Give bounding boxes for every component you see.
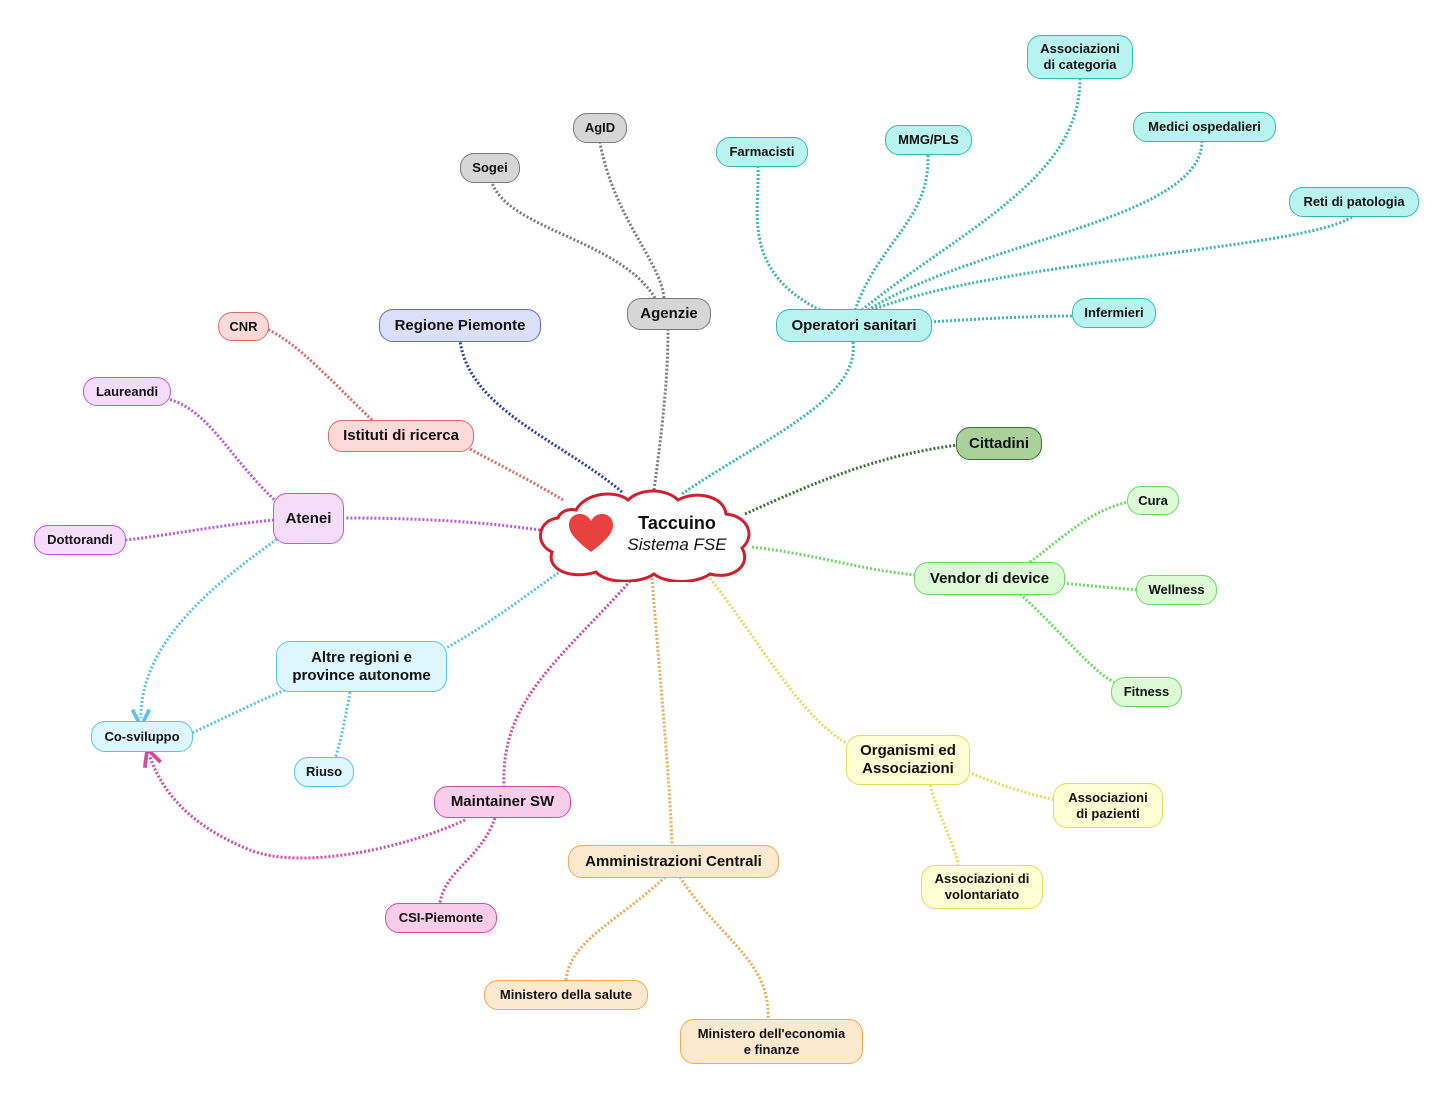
link-operatori-reti	[871, 215, 1353, 312]
heart-icon	[569, 514, 613, 552]
node-organismi-line1: Organismi ed	[860, 742, 956, 759]
node-associazioni-pazienti[interactable]: Associazioni di pazienti	[1053, 783, 1163, 828]
node-amministrazioni-centrali[interactable]: Amministrazioni Centrali	[568, 845, 779, 878]
node-wellness[interactable]: Wellness	[1136, 575, 1217, 605]
node-agenzie[interactable]: Agenzie	[627, 298, 711, 330]
node-associazioni-categoria[interactable]: Associazioni di categoria	[1027, 35, 1133, 79]
link-operatori-assoc-categoria	[861, 78, 1082, 312]
node-dottorandi[interactable]: Dottorandi	[34, 525, 126, 555]
link-agenzie-agid	[598, 142, 666, 299]
link-vendor-wellness	[1062, 581, 1138, 592]
node-reti-patologia[interactable]: Reti di patologia	[1289, 187, 1419, 217]
node-cura[interactable]: Cura	[1127, 486, 1179, 515]
link-agenzie-sogei	[490, 182, 657, 299]
link-altre-regioni-riuso	[333, 691, 352, 759]
link-center-atenei	[344, 516, 541, 532]
node-altre-regioni-line1: Altre regioni e	[311, 648, 412, 666]
link-center-altre-regioni	[445, 566, 566, 650]
node-ministero-economia-line2: e finanze	[743, 1041, 800, 1057]
node-operatori-sanitari[interactable]: Operatori sanitari	[776, 309, 932, 342]
node-cittadini[interactable]: Cittadini	[956, 427, 1042, 460]
link-operatori-medici	[867, 141, 1204, 312]
node-csi-piemonte[interactable]: CSI-Piemonte	[385, 903, 497, 933]
link-istituti-cnr	[266, 327, 374, 422]
link-center-regione	[458, 340, 623, 494]
node-mmg-pls[interactable]: MMG/PLS	[885, 125, 972, 155]
node-regione-piemonte[interactable]: Regione Piemonte	[379, 309, 541, 342]
node-laureandi[interactable]: Laureandi	[83, 377, 171, 406]
node-ministero-economia-line1: Ministero dell'economia	[697, 1025, 846, 1041]
node-associazioni-categoria-line2: di categoria	[1043, 57, 1117, 72]
node-associazioni-categoria-line1: Associazioni	[1040, 41, 1120, 57]
link-center-agenzie	[652, 329, 670, 491]
link-atenei-dottorandi	[125, 518, 275, 542]
center-subtitle: Sistema FSE	[627, 535, 727, 554]
node-associazioni-volontariato-line1: Associazioni di	[934, 871, 1030, 887]
link-vendor-cura	[1029, 500, 1129, 564]
link-operatori-farmacisti	[755, 166, 821, 312]
link-operatori-infermieri	[929, 314, 1074, 324]
node-medici-ospedalieri[interactable]: Medici ospedalieri	[1133, 112, 1276, 142]
node-riuso[interactable]: Riuso	[294, 757, 354, 787]
center-title: Taccuino	[638, 513, 716, 533]
node-associazioni-pazienti-line2: di pazienti	[1076, 805, 1140, 821]
link-center-istituti	[467, 446, 564, 502]
link-center-amministrazioni	[650, 577, 674, 847]
link-organismi-volontariato	[928, 784, 960, 866]
node-infermieri[interactable]: Infermieri	[1072, 298, 1156, 328]
link-atenei-laureandi	[167, 397, 282, 507]
node-istituti-ricerca[interactable]: Istituti di ricerca	[328, 420, 474, 452]
link-atenei-cosviluppo	[141, 535, 281, 718]
node-organismi-line2: Associazioni	[862, 760, 954, 777]
node-associazioni-volontariato[interactable]: Associazioni di volontariato	[921, 865, 1043, 909]
link-center-vendor	[751, 545, 918, 577]
link-amministrazioni-salute	[564, 875, 667, 981]
node-ministero-salute[interactable]: Ministero della salute	[484, 980, 648, 1010]
node-maintainer-sw[interactable]: Maintainer SW	[434, 786, 571, 818]
link-center-maintainer	[502, 577, 635, 788]
node-cnr[interactable]: CNR	[218, 312, 269, 341]
link-vendor-fitness	[1018, 592, 1115, 684]
link-altre-regioni-cosviluppo	[191, 688, 286, 735]
node-atenei[interactable]: Atenei	[273, 493, 344, 544]
node-associazioni-volontariato-line2: volontariato	[944, 887, 1020, 902]
node-co-sviluppo[interactable]: Co-sviluppo	[91, 721, 193, 752]
link-operatori-mmg	[853, 154, 930, 311]
link-maintainer-cosviluppo	[150, 757, 466, 860]
link-center-organismi	[703, 571, 853, 748]
center-cloud-shape	[539, 489, 751, 582]
link-center-operatori	[681, 341, 855, 496]
node-vendor-device[interactable]: Vendor di device	[914, 562, 1065, 595]
node-altre-regioni-line2: province autonome	[292, 666, 431, 684]
node-sogei[interactable]: Sogei	[460, 153, 520, 183]
node-fitness[interactable]: Fitness	[1111, 677, 1182, 707]
node-associazioni-pazienti-line1: Associazioni	[1068, 789, 1148, 805]
node-altre-regioni[interactable]: Altre regioni e province autonome	[276, 641, 447, 692]
link-amministrazioni-economia	[678, 876, 770, 1019]
center-label: Taccuino Sistema FSE	[612, 512, 742, 556]
link-maintainer-csi	[438, 817, 497, 904]
node-ministero-economia[interactable]: Ministero dell'economia e finanze	[680, 1019, 863, 1064]
link-organismi-pazienti	[967, 770, 1057, 802]
node-agid[interactable]: AgID	[573, 113, 627, 143]
node-farmacisti[interactable]: Farmacisti	[716, 137, 808, 167]
link-center-cittadini	[744, 443, 959, 516]
node-organismi-associazioni[interactable]: Organismi ed Associazioni	[846, 735, 970, 785]
